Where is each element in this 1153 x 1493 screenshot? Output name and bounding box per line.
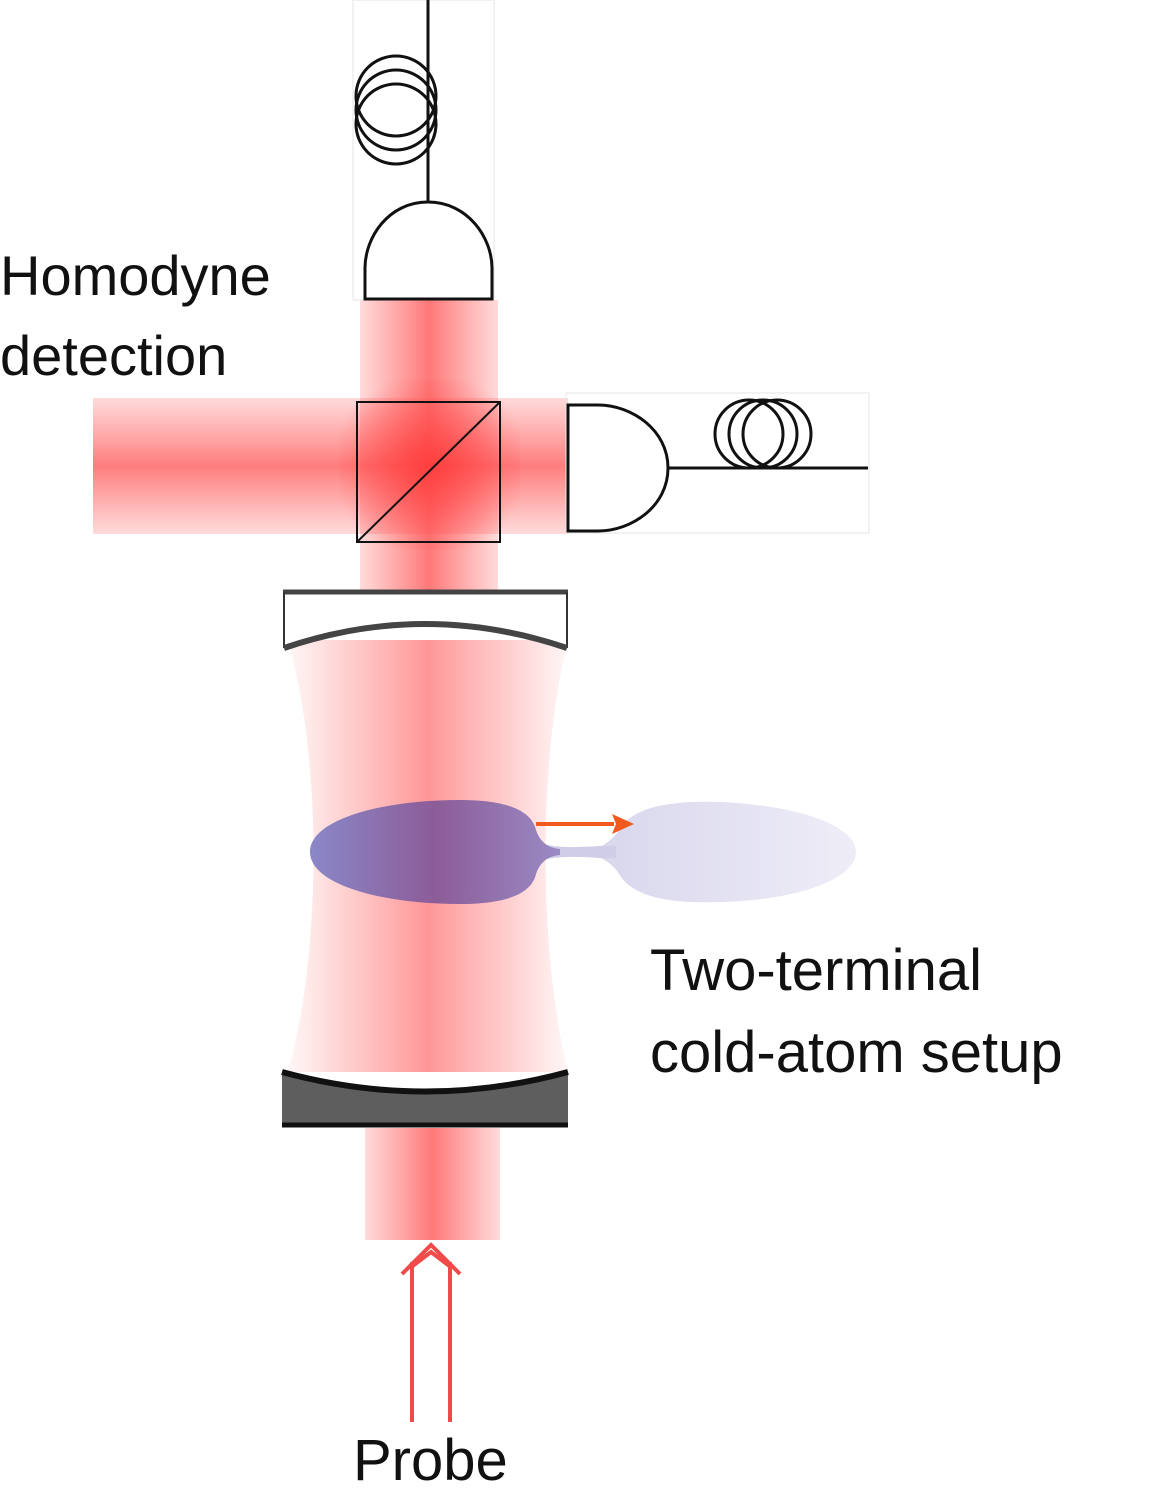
probe-label: Probe [353,1428,508,1493]
beam-probe-input [365,1128,500,1240]
atom-cloud-icon [310,800,856,904]
homodyne-label-line1: Homodyne [0,244,271,307]
top-cavity-mirror-icon [283,589,568,651]
homodyne-label-line2: detection [0,324,228,387]
flow-arrow-icon [536,814,634,834]
probe-arrow-icon [400,1242,462,1422]
right-fiber-coil-icon [668,398,868,470]
right-photodetector-icon [566,403,670,533]
top-fiber-coil-icon [354,0,438,202]
right-detector-frame [565,392,870,534]
setup-label-line1: Two-terminal [650,938,982,1003]
setup-label-line2: cold-atom setup [650,1020,1063,1085]
bottom-cavity-mirror-icon [281,1069,569,1128]
beam-overlap-glow [340,380,520,550]
top-photodetector-icon [363,200,494,301]
beam-splitter-icon [356,401,501,543]
